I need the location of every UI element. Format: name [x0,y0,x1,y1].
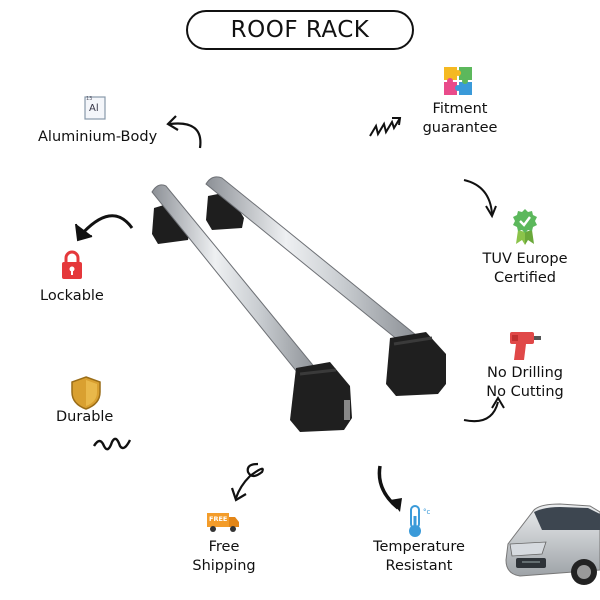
curved-arrow-icon [463,179,497,219]
puzzle-icon [444,67,472,95]
temperature-resistant-label: Temperature Resistant [364,538,474,576]
fitment-line2: guarantee [422,120,498,136]
roof-rack-bars-image [151,176,446,432]
page-title: ROOF RACK [186,10,414,50]
tuv-line2: Certified [494,270,556,286]
free-shipping-label: Free Shipping [174,538,274,576]
aluminium-body-label: Aluminium-Body [38,129,158,145]
shipping-line2: Shipping [192,558,256,574]
drill-icon [510,332,541,360]
padlock-icon [62,250,82,279]
tuv-line1: TUV Europe [482,251,568,267]
shield-icon [71,376,101,410]
no-drilling-label: No Drilling No Cutting [470,364,580,402]
element-number: 13 [86,96,93,102]
curved-arrow-icon [377,465,402,512]
lockable-label: Lockable [40,288,104,304]
certified-badge-icon [513,209,537,245]
element-symbol: Al [89,103,99,114]
shipping-line1: Free [208,539,240,555]
curved-arrow-icon [463,396,505,423]
curved-arrow-icon [75,214,134,242]
truck-free-text: FREE [209,515,228,523]
temperature-line2: Resistant [385,558,453,574]
fitment-guarantee-label: Fitment guarantee [410,100,510,138]
temperature-line1: Temperature [373,539,465,555]
page-title-text: ROOF RACK [230,17,370,43]
no-drilling-line2: No Cutting [486,384,564,400]
aluminium-element-icon: 13 Al [84,96,106,120]
no-drilling-line1: No Drilling [487,365,563,381]
loop-arrow-icon [230,462,264,502]
tuv-certified-label: TUV Europe Certified [470,250,580,288]
durable-label: Durable [56,409,114,425]
silver-sedan-image [505,503,600,585]
squiggle-arrow-icon [92,437,132,451]
svg-text:°c: °c [423,508,431,516]
curved-arrow-icon [166,115,202,149]
thermometer-icon: °c [409,505,431,537]
squiggle-arrow-icon [369,117,402,137]
fitment-line1: Fitment [432,101,488,117]
delivery-truck-icon: FREE [206,510,240,534]
